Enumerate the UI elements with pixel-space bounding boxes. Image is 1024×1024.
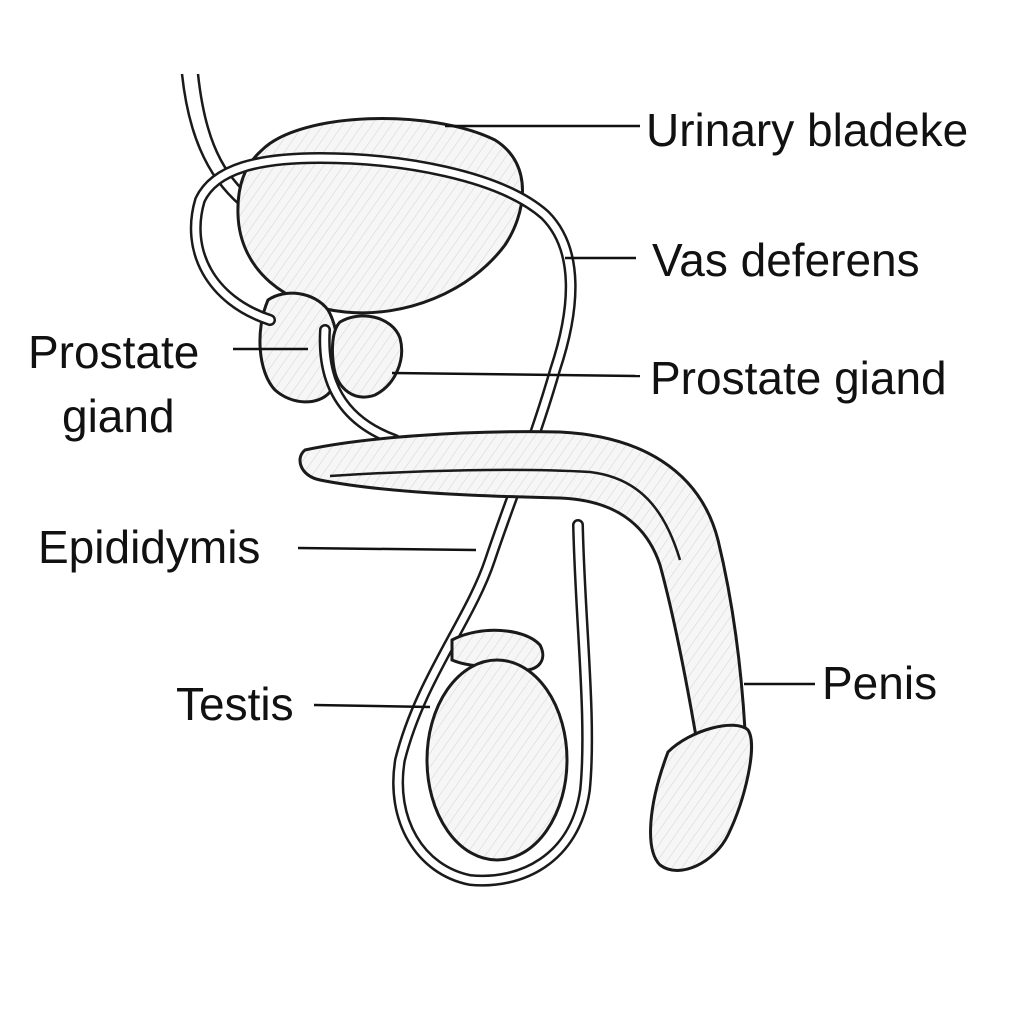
leader-testis <box>313 703 431 709</box>
testis <box>425 658 569 862</box>
label-testis: Testis <box>176 678 294 730</box>
label-epididymis: Epididymis <box>38 521 260 573</box>
ureter-inner-line <box>196 73 249 196</box>
urinary-bladder <box>236 117 524 315</box>
urethra <box>318 324 401 446</box>
leader-epididymis <box>297 546 477 552</box>
leader-prostate-right <box>391 371 641 378</box>
label-penis: Penis <box>822 657 937 709</box>
label-vas-deferens: Vas deferens <box>652 234 920 286</box>
penis-inner-line <box>329 468 682 561</box>
ureter <box>180 73 241 206</box>
penis-glans <box>649 723 753 872</box>
label-urinary-bladder: Urinary bladeke <box>646 104 968 156</box>
label-prostate-gland-left-line1: Prostate <box>28 326 199 378</box>
label-prostate-gland-right: Prostate giand <box>650 352 947 404</box>
label-prostate-gland-left-line2: giand <box>62 390 175 442</box>
prostate-gland-right <box>330 314 404 399</box>
